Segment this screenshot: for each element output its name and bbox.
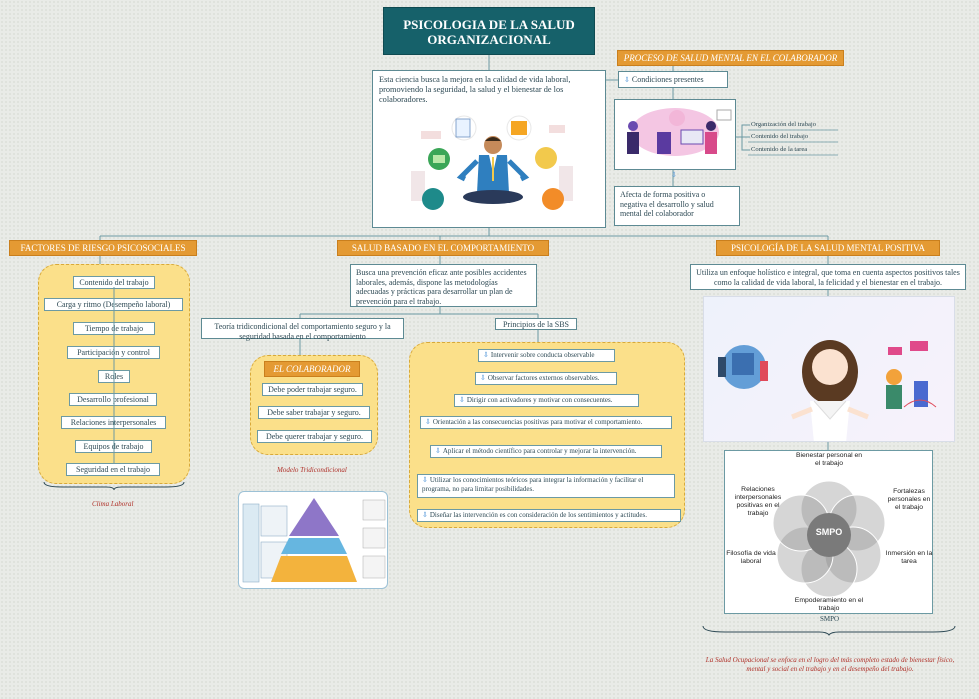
principios-header: Principios de la SBS: [495, 318, 577, 330]
intro-text: Esta ciencia busca la mejora en la calid…: [379, 75, 571, 104]
sbs-item: ⇩Observar factores externos observables.: [475, 372, 617, 385]
smpo-caption: SMPO: [820, 615, 840, 623]
factor-item: Desarrollo profesional: [69, 393, 157, 406]
condiciones-box: ⇩Condiciones presentes: [618, 71, 728, 88]
arrow-down-icon: ⇩: [425, 418, 431, 426]
colaborador-header: EL COLABORADOR: [264, 361, 360, 377]
comportamiento-header: SALUD BASADO EN EL COMPORTAMIENTO: [337, 240, 549, 256]
main-title: PSICOLOGIA DE LA SALUD ORGANIZACIONAL: [383, 7, 595, 55]
colaborador-item: Debe poder trabajar seguro.: [262, 383, 363, 396]
comportamiento-desc: Busca una prevención eficaz ante posible…: [350, 264, 537, 307]
colaborador-item: Debe querer trabajar y seguro.: [257, 430, 372, 443]
smpo-venn: [772, 480, 886, 598]
proceso-header: PROCESO DE SALUD MENTAL EN EL COLABORADO…: [617, 50, 844, 66]
team-work-illustration: [627, 108, 732, 156]
sbs-item-text: Observar factores externos observables.: [487, 374, 600, 382]
sbs-item-text: Orientación a las consecuencias positiva…: [432, 418, 643, 426]
smpo-label-bienestar: Bienestar personal en el trabajo: [795, 452, 863, 467]
principios-cloud: [409, 342, 685, 528]
smpo-label-filosofia: Filosofía de vida laboral: [726, 550, 776, 565]
teoria-box: Teoría tridicondicional del comportamien…: [201, 318, 404, 341]
positive-health-illustration: [703, 296, 955, 442]
sbs-item-text: Diseñar las intervención es con consider…: [429, 511, 648, 519]
arrow-down-icon: ⇩: [459, 396, 465, 404]
factores-header: FACTORES DE RIESGO PSICOSOCIALES: [9, 240, 197, 256]
modelo-caption: Modelo Tridicondicional: [277, 466, 347, 474]
sbs-item: ⇩Utilizar los conocimientos teóricos par…: [417, 474, 675, 498]
footer-note: La Salud Ocupacional se enfoca en el log…: [705, 656, 955, 673]
rama-organizacion: Organización del trabajo: [751, 121, 817, 128]
main-title-line2: ORGANIZACIONAL: [427, 32, 551, 47]
sbs-item: ⇩Dirigir con activadores y motivar con c…: [454, 394, 639, 407]
sbs-item: ⇩Diseñar las intervención es con conside…: [417, 509, 681, 522]
arrow-down-icon-2: ⇩: [671, 171, 677, 179]
proceso-illustration-box: ⇩: [614, 99, 736, 179]
arrow-down-icon: ⇩: [483, 351, 489, 359]
smpo-label-empoderamiento: Empoderamiento en el trabajo: [794, 597, 864, 612]
modelo-tridicondicional-figure: [238, 491, 388, 589]
factores-brace: [43, 481, 185, 490]
smpo-label-inmersion: Inmersión en la tarea: [885, 550, 933, 565]
smpo-label-fortalezas: Fortalezas personales en el trabajo: [887, 488, 931, 511]
arrow-down-icon: ⇩: [480, 374, 486, 382]
sbs-item-text: Aplicar el método científico para contro…: [442, 447, 637, 455]
meditating-worker-illustration: [409, 111, 579, 221]
sbs-item-text: Intervenir sobre conducta observable: [490, 351, 595, 359]
team-puzzle-illustration: [718, 340, 937, 441]
pyramid-diagram: [242, 498, 386, 583]
condiciones-label: Condiciones presentes: [631, 75, 704, 84]
smpo-label-relaciones: Relaciones interpersonales positivas en …: [734, 486, 782, 517]
positiva-brace: [702, 625, 956, 636]
colaborador-item: Debe saber trabajar y seguro.: [258, 406, 370, 419]
rama-contenido-tarea: Contenido de la tarea: [751, 146, 808, 153]
positiva-header: PSICOLOGÍA DE LA SALUD MENTAL POSITIVA: [716, 240, 940, 256]
clima-caption: Clima Laboral: [92, 500, 134, 508]
sbs-item-text: Dirigir con activadores y motivar con co…: [466, 396, 613, 404]
sbs-item: ⇩Orientación a las consecuencias positiv…: [420, 416, 672, 429]
factores-connector: [113, 287, 115, 463]
smpo-center-label: SMPO: [815, 527, 843, 537]
intro-box: Esta ciencia busca la mejora en la calid…: [372, 70, 606, 228]
arrow-down-icon: ⇩: [422, 476, 428, 484]
rama-contenido-trabajo: Contenido del trabajo: [751, 133, 809, 140]
factor-item: Seguridad en el trabajo: [66, 463, 160, 476]
arrow-down-icon: ⇩: [422, 511, 428, 519]
rama-underlines: [748, 129, 838, 156]
smpo-diagram-box: SMPO Bienestar personal en el trabajo Fo…: [724, 450, 933, 614]
arrow-down-icon: ⇩: [624, 76, 630, 84]
sbs-item: ⇩Intervenir sobre conducta observable: [478, 349, 615, 362]
main-title-line1: PSICOLOGIA DE LA SALUD: [403, 17, 575, 32]
sbs-item-text: Utilizar los conocimientos teóricos para…: [422, 476, 644, 493]
afecta-box: Afecta de forma positiva o negativa el d…: [614, 186, 740, 226]
positiva-desc: Utiliza un enfoque holístico e integral,…: [690, 264, 966, 290]
sbs-item: ⇩Aplicar el método científico para contr…: [430, 445, 662, 458]
arrow-down-icon: ⇩: [435, 447, 441, 455]
